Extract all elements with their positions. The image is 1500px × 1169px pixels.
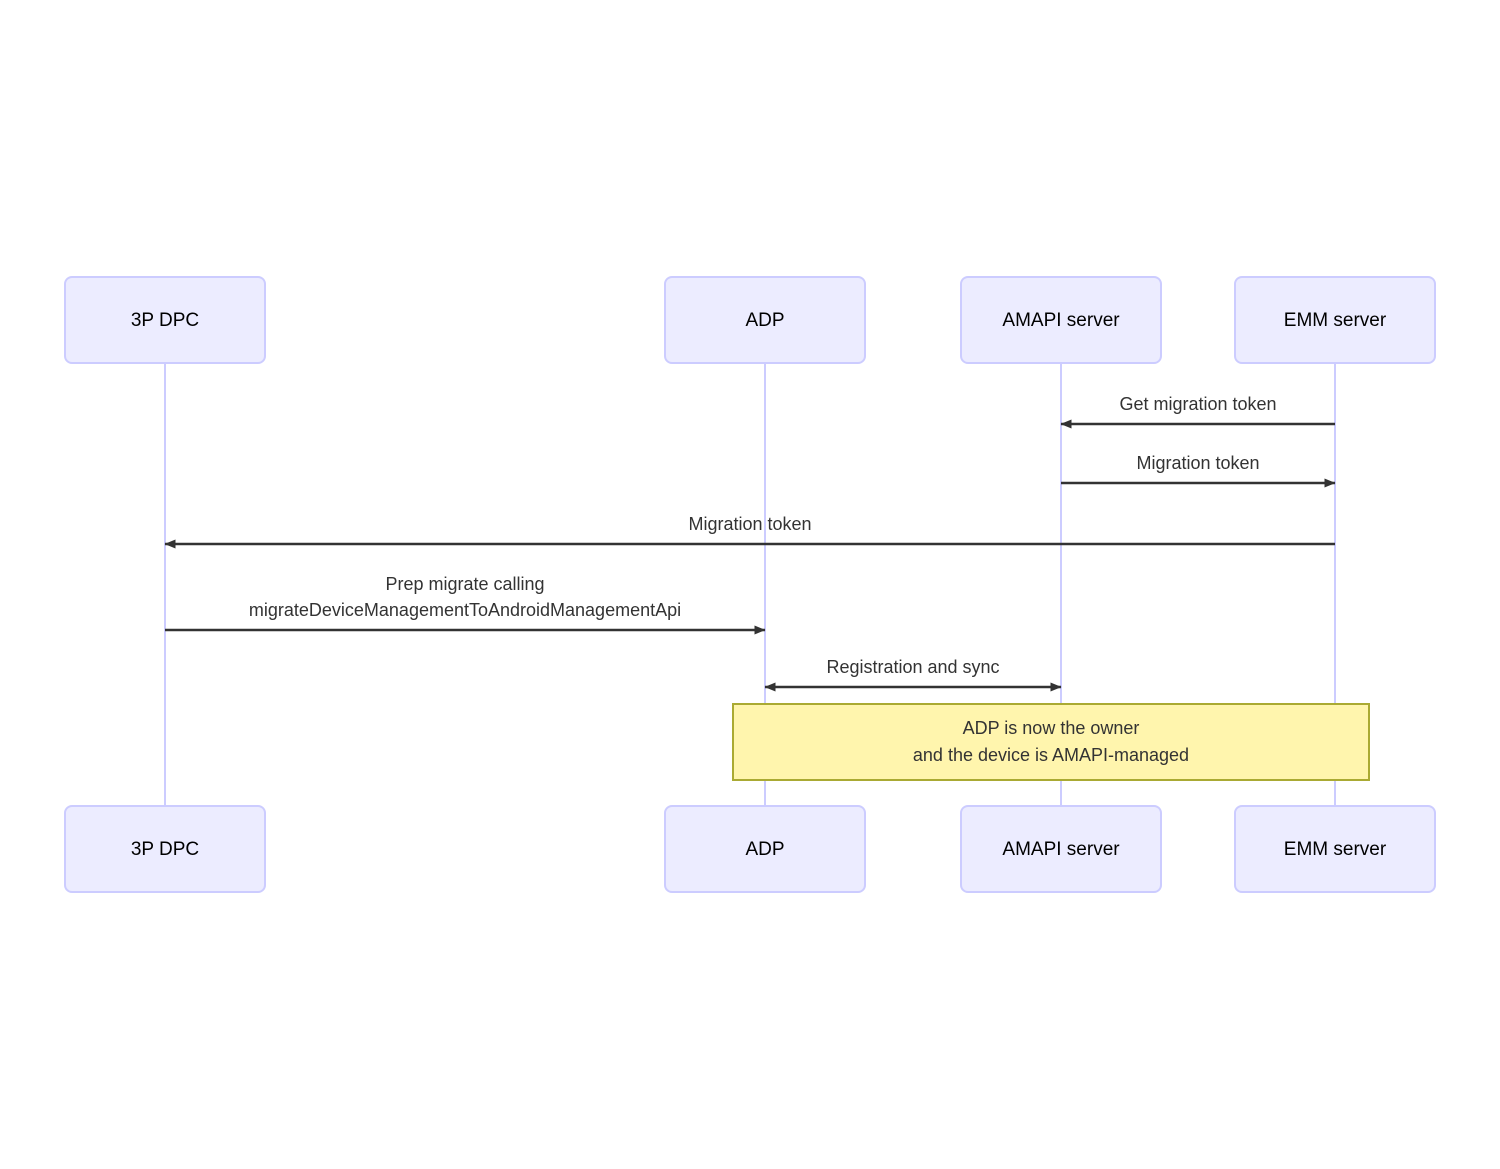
actor-adp-top[interactable]: ADP [664, 276, 866, 364]
actor-label: ADP [745, 839, 784, 860]
actor-label: 3P DPC [131, 310, 199, 331]
message-m2: Migration token [1061, 453, 1336, 488]
message-label: Registration and sync [826, 657, 999, 677]
actor-box-shape [960, 276, 1162, 364]
actor-amapi-bottom[interactable]: AMAPI server [960, 805, 1162, 893]
actor-adp-bottom[interactable]: ADP [664, 805, 866, 893]
note-text-line: ADP is now the owner [963, 718, 1140, 738]
message-label: Migration token [688, 514, 811, 534]
actor-box-shape [64, 276, 266, 364]
actor-box-shape [1234, 805, 1436, 893]
actor-label: 3P DPC [131, 839, 199, 860]
message-label: Get migration token [1119, 394, 1276, 414]
note-box-shape [732, 703, 1370, 781]
actor-boxes-bottom: 3P DPC ADP AMAPI server EMM server [64, 805, 1436, 893]
actor-emm-bottom[interactable]: EMM server [1234, 805, 1436, 893]
message-m4: Prep migrate calling migrateDeviceManagem… [165, 574, 766, 635]
actor-label: EMM server [1284, 839, 1387, 860]
actor-boxes-top: 3P DPC ADP AMAPI server EMM server [64, 276, 1436, 364]
actor-dpc-bottom[interactable]: 3P DPC [64, 805, 266, 893]
actor-label: EMM server [1284, 310, 1387, 331]
message-m3: Migration token [164, 514, 1335, 549]
message-label: Prep migrate calling [385, 574, 544, 594]
actor-box-shape [1234, 276, 1436, 364]
actor-box-shape [664, 805, 866, 893]
actor-box-shape [664, 276, 866, 364]
actor-emm-top[interactable]: EMM server [1234, 276, 1436, 364]
message-label: migrateDeviceManagementToAndroidManageme… [249, 600, 681, 620]
message-m1: Get migration token [1060, 394, 1335, 429]
note-text-line: and the device is AMAPI-managed [913, 745, 1189, 765]
actor-label: AMAPI server [1002, 839, 1120, 860]
actor-dpc-top[interactable]: 3P DPC [64, 276, 266, 364]
actor-amapi-top[interactable]: AMAPI server [960, 276, 1162, 364]
actor-box-shape [960, 805, 1162, 893]
message-label: Migration token [1136, 453, 1259, 473]
actor-label: AMAPI server [1002, 310, 1120, 331]
note-group: ADP is now the owner and the device is AM… [732, 703, 1370, 781]
actor-box-shape [64, 805, 266, 893]
actor-label: ADP [745, 310, 784, 331]
message-m5: Registration and sync [764, 657, 1062, 692]
